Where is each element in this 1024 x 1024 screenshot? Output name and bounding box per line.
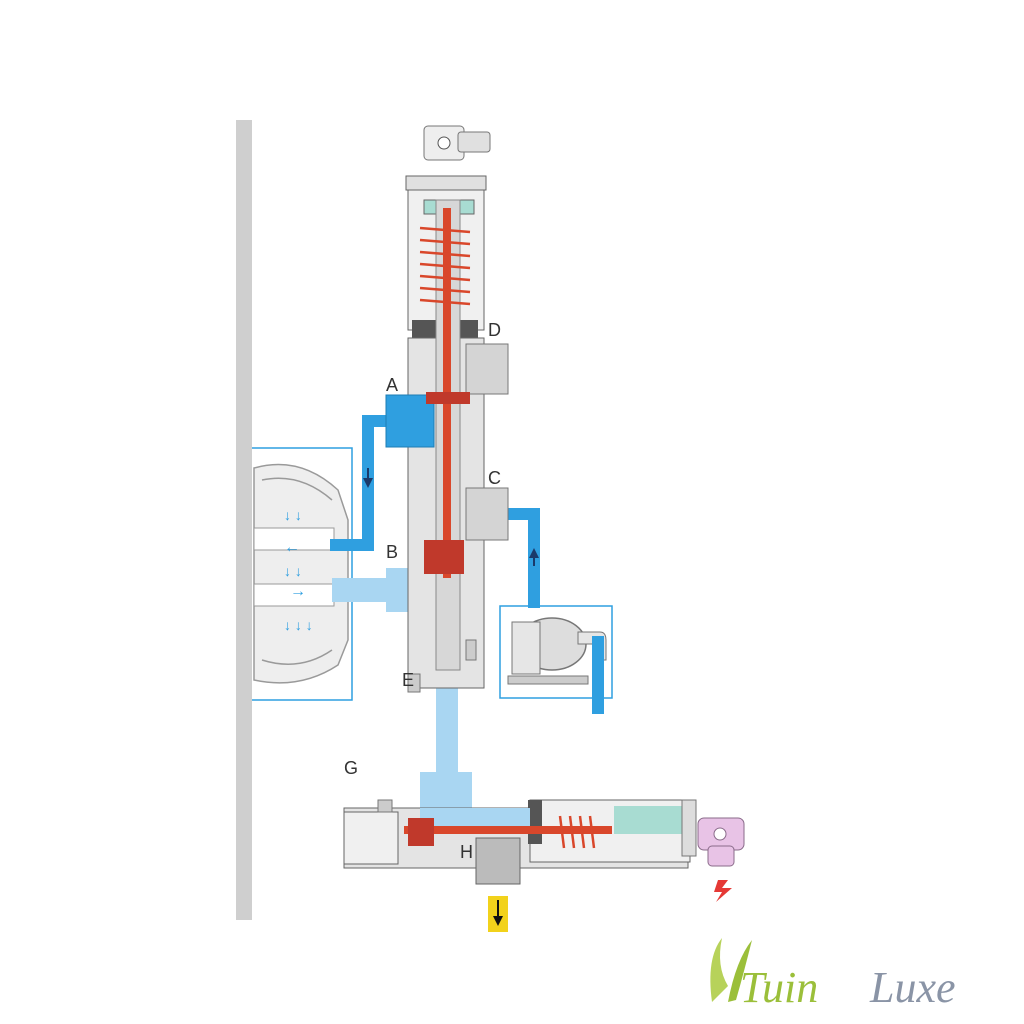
svg-text:↓ ↓: ↓ ↓ — [284, 563, 302, 579]
horizontal-valve — [343, 799, 697, 885]
drain-arrow — [488, 896, 508, 932]
horizontal-spring-rod — [404, 815, 612, 849]
electric-icon — [714, 880, 732, 902]
label-d: D — [488, 320, 501, 340]
wall — [236, 120, 252, 920]
brand-logo: Tuin Luxe — [710, 938, 956, 1012]
label-e: E — [402, 670, 414, 690]
label-h: H — [460, 842, 473, 862]
brand-first: Tuin — [740, 963, 818, 1012]
svg-text:↓ ↓ ↓: ↓ ↓ ↓ — [284, 617, 313, 633]
label-g: G — [344, 758, 358, 778]
label-b: B — [386, 542, 398, 562]
vertical-spring-rod — [419, 208, 471, 578]
leaf-icon — [710, 938, 728, 1002]
svg-text:←: ← — [284, 539, 300, 556]
label-c: C — [488, 468, 501, 488]
solenoid-valve — [697, 817, 745, 902]
label-a: A — [386, 375, 398, 395]
filter-tank: ↓ ↓ ↓ ↓ ↓ ↓ ↓ ← → — [252, 447, 353, 701]
svg-text:→: → — [290, 583, 306, 600]
brand-second: Luxe — [869, 963, 956, 1012]
svg-text:↓ ↓: ↓ ↓ — [284, 507, 302, 523]
